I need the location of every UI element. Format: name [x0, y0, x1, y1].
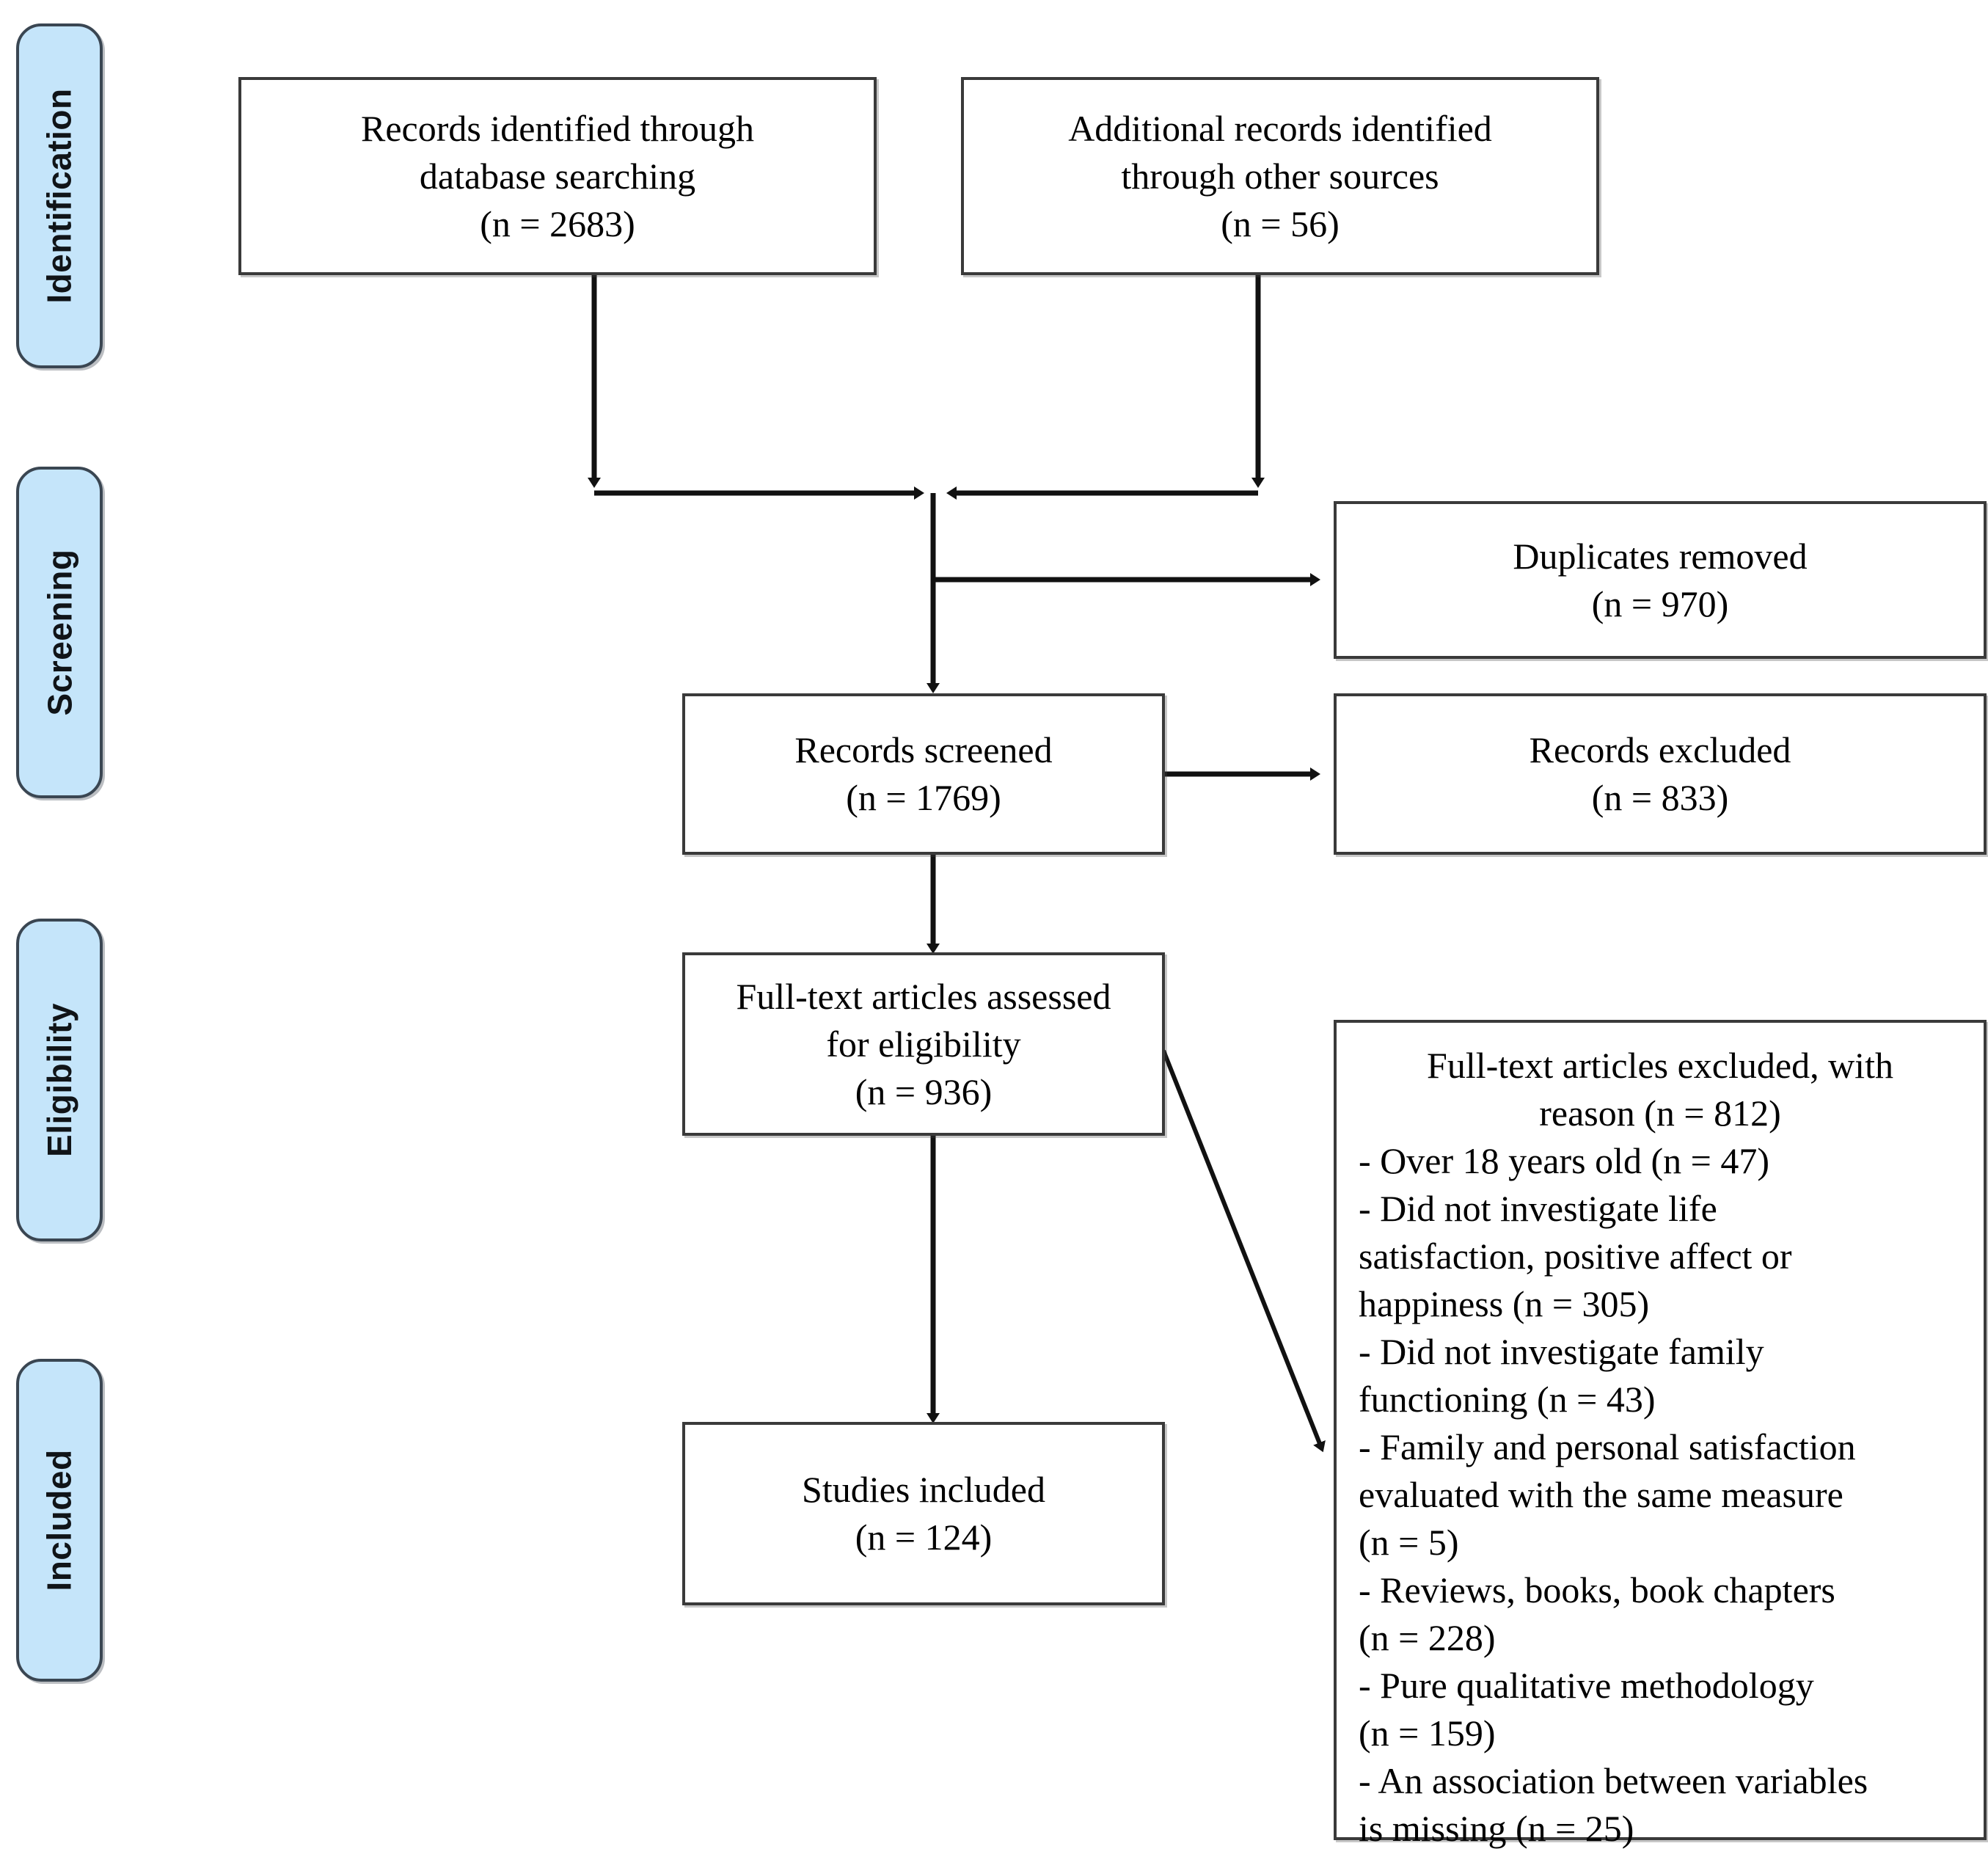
stage-tab-screening[interactable]: Screening: [16, 467, 103, 798]
exclusion-reason-line: (n = 5): [1359, 1522, 1459, 1563]
edge-fulltext-to-reasons: [1161, 1049, 1326, 1453]
exclusion-reason-line: - Did not investigate life: [1359, 1188, 1717, 1229]
box-fulltext-excluded-with-reason: Full-text articles excluded, with reason…: [1334, 1020, 1987, 1849]
box-records-excluded-text: Records excluded (n = 833): [1529, 729, 1791, 818]
exclusion-reason-line: (n = 159): [1359, 1712, 1496, 1754]
exclusion-reason-line: evaluated with the same measure: [1359, 1474, 1843, 1515]
stage-tab-identification[interactable]: Identification: [16, 23, 103, 368]
box-additional-records-other-sources: Additional records identified through ot…: [961, 77, 1599, 275]
box-records-identified-database: Records identified through database sear…: [238, 77, 877, 275]
exclusion-reason-line: - Family and personal satisfaction: [1359, 1426, 1856, 1467]
exclusion-reason-line: (n = 228): [1359, 1617, 1496, 1658]
stage-tab-screening-label: Screening: [40, 549, 79, 716]
stage-tab-included[interactable]: Included: [16, 1359, 103, 1682]
exclusion-reason-line: happiness (n = 305): [1359, 1283, 1650, 1324]
box-studies-included-text: Studies included (n = 124): [802, 1469, 1045, 1558]
box-records-excluded: Records excluded (n = 833): [1334, 693, 1987, 855]
box-additional-records-other-sources-text: Additional records identified through ot…: [1068, 107, 1492, 244]
exclusion-reason-line: - Did not investigate family: [1359, 1331, 1764, 1372]
stage-tab-identification-label: Identification: [40, 88, 79, 304]
exclusion-reason-line: - Reviews, books, book chapters: [1359, 1569, 1835, 1610]
exclusion-reason-line: - Pure qualitative methodology: [1359, 1665, 1814, 1706]
stage-tab-eligibility[interactable]: Eligibility: [16, 919, 103, 1241]
box-records-screened-text: Records screened (n = 1769): [794, 729, 1053, 818]
box-studies-included: Studies included (n = 124): [682, 1422, 1165, 1605]
exclusion-reason-line: satisfaction, positive affect or: [1359, 1236, 1792, 1277]
box-fulltext-excluded-heading: Full-text articles excluded, with reason…: [1427, 1045, 1893, 1134]
stage-tab-included-label: Included: [40, 1449, 78, 1591]
box-duplicates-removed: Duplicates removed (n = 970): [1334, 501, 1987, 659]
exclusion-reason-line: is missing (n = 25): [1359, 1808, 1634, 1849]
exclusion-reason-line: functioning (n = 43): [1359, 1379, 1656, 1420]
box-records-identified-database-text: Records identified through database sear…: [361, 107, 754, 244]
exclusion-reason-line: - An association between variables: [1359, 1760, 1868, 1801]
exclusion-reason-list: - Over 18 years old (n = 47) - Did not i…: [1359, 1137, 1962, 1853]
box-fulltext-assessed-text: Full-text articles assessed for eligibil…: [736, 975, 1111, 1112]
stage-tab-eligibility-label: Eligibility: [40, 1003, 78, 1157]
box-fulltext-assessed: Full-text articles assessed for eligibil…: [682, 952, 1165, 1136]
box-duplicates-removed-text: Duplicates removed (n = 970): [1513, 535, 1808, 624]
box-records-screened: Records screened (n = 1769): [682, 693, 1165, 855]
exclusion-reason-line: - Over 18 years old (n = 47): [1359, 1140, 1769, 1181]
